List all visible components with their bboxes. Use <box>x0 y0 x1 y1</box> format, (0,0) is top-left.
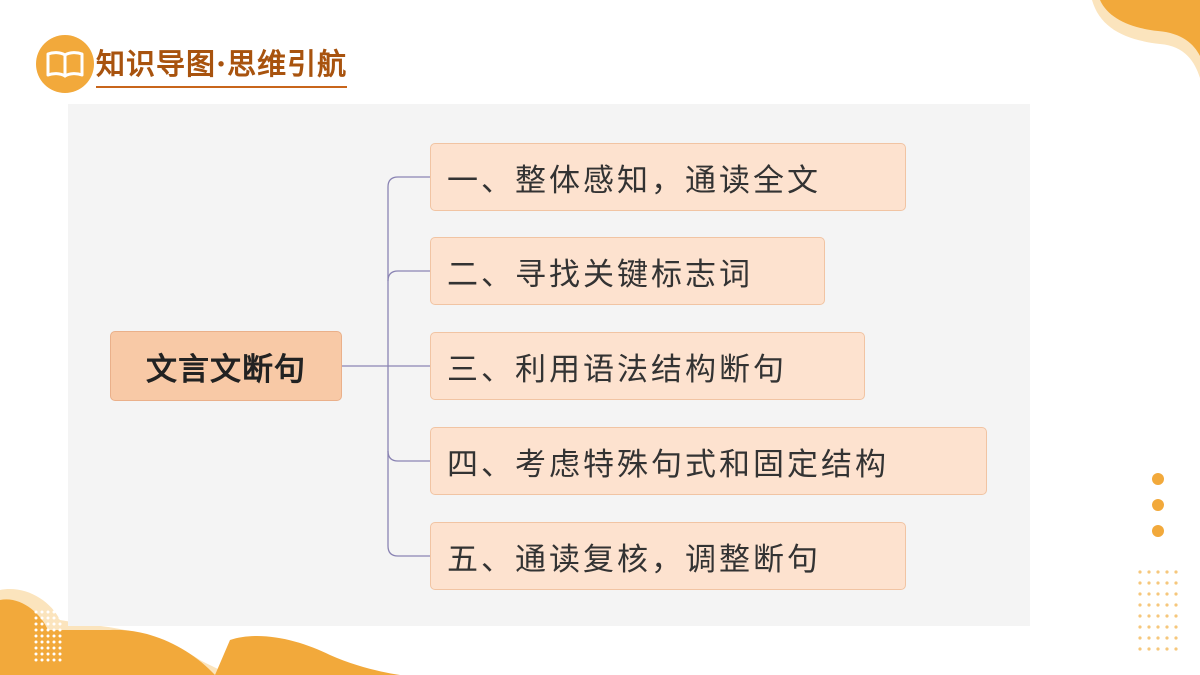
mindmap-branch-node-1: 一、整体感知，通读全文 <box>430 143 906 211</box>
mindmap-branch-node-4: 四、考虑特殊句式和固定结构 <box>430 427 987 495</box>
mindmap-branch-node-5: 五、通读复核，调整断句 <box>430 522 906 590</box>
mindmap-branch-node-2: 二、寻找关键标志词 <box>430 237 825 305</box>
page-title: 知识导图·思维引航 <box>96 41 348 88</box>
mindmap-branch-node-3: 三、利用语法结构断句 <box>430 332 865 400</box>
open-book-icon <box>46 51 84 78</box>
mindmap-root-node: 文言文断句 <box>110 331 342 401</box>
header-icon-badge <box>36 35 94 93</box>
slide-header: 知识导图·思维引航 <box>36 34 348 94</box>
